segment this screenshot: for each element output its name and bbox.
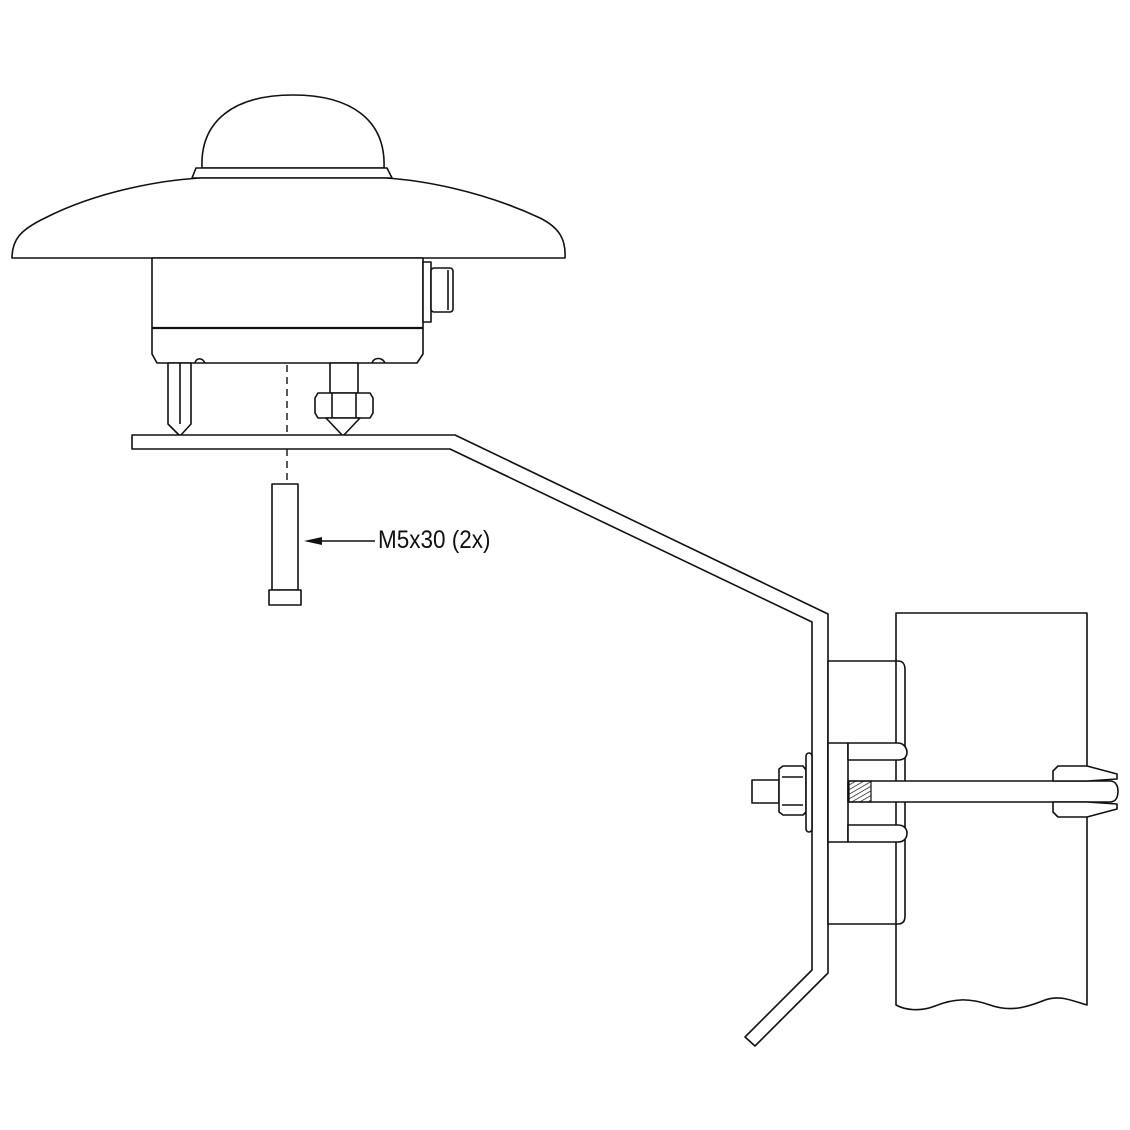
mast-pole — [895, 612, 1088, 1011]
mounting-bracket — [131, 434, 829, 1047]
cable-connector — [422, 261, 454, 323]
leveling-screw — [314, 357, 386, 437]
u-bolt-rod — [847, 765, 1119, 818]
dome-base-ring — [191, 167, 393, 179]
m5x30-bolt — [268, 483, 302, 606]
bolt-callout-label: M5x30 (2x) — [378, 526, 491, 554]
callout-arrow — [304, 537, 375, 545]
pole-side-nut — [1052, 765, 1118, 782]
sensor-body — [151, 257, 424, 364]
pyranometer-sensor — [11, 94, 566, 482]
glass-dome — [201, 94, 385, 169]
fixed-leg — [167, 358, 206, 437]
washer — [805, 752, 813, 833]
hex-nut — [778, 765, 807, 816]
bracket-side-fastener — [751, 752, 813, 833]
sun-shield — [11, 177, 566, 259]
